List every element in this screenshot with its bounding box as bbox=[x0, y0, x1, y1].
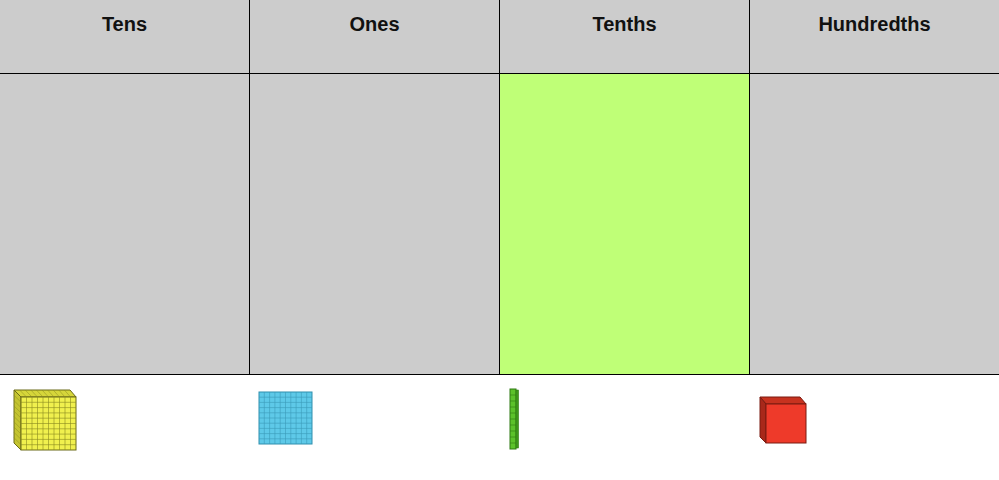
block-part bbox=[510, 431, 516, 432]
block-part bbox=[510, 443, 516, 444]
place-value-column: Hundredths bbox=[749, 0, 999, 375]
column-body bbox=[750, 73, 999, 374]
column-header: Ones bbox=[250, 0, 499, 74]
block-part bbox=[65, 397, 66, 450]
block-part bbox=[14, 438, 21, 445]
block-part bbox=[14, 406, 21, 413]
block-part bbox=[296, 392, 297, 444]
block-part bbox=[760, 397, 766, 443]
block-part bbox=[53, 390, 59, 397]
block-part bbox=[21, 397, 76, 450]
block-part bbox=[64, 390, 70, 397]
block-part bbox=[301, 392, 302, 444]
block-part bbox=[21, 444, 76, 445]
block-part bbox=[25, 390, 32, 397]
block-part bbox=[14, 401, 21, 408]
block-part bbox=[31, 390, 38, 397]
block-part bbox=[766, 404, 806, 443]
column-heading: Tens bbox=[0, 0, 249, 36]
place-value-column: Ones bbox=[249, 0, 500, 375]
block-part bbox=[42, 390, 49, 397]
column-body bbox=[0, 73, 249, 374]
column-header: Tens bbox=[0, 0, 249, 74]
block-part bbox=[20, 390, 27, 397]
block-part bbox=[259, 428, 312, 429]
block-part bbox=[14, 427, 21, 434]
block-part bbox=[21, 434, 76, 435]
column-header: Hundredths bbox=[750, 0, 999, 74]
block-part bbox=[48, 390, 54, 397]
place-value-column: Tens bbox=[0, 0, 250, 375]
block-part bbox=[510, 389, 516, 449]
block-part bbox=[510, 419, 516, 420]
block-part bbox=[14, 432, 21, 439]
block-part bbox=[259, 418, 312, 419]
block-part bbox=[760, 397, 806, 404]
block-part bbox=[14, 390, 76, 397]
block-part bbox=[70, 397, 71, 450]
block-part bbox=[306, 392, 307, 444]
block-part bbox=[510, 395, 516, 396]
block-part bbox=[21, 428, 76, 429]
block-part bbox=[510, 437, 516, 438]
block-part bbox=[59, 397, 60, 450]
block-part bbox=[510, 425, 516, 426]
place-value-column: Tenths bbox=[499, 0, 750, 375]
column-heading: Tenths bbox=[500, 0, 749, 36]
block-part bbox=[290, 392, 291, 444]
unit-cube bbox=[760, 397, 806, 443]
column-body bbox=[500, 73, 749, 374]
column-heading: Ones bbox=[250, 0, 499, 36]
block-part bbox=[510, 401, 516, 402]
block-part bbox=[54, 397, 55, 450]
block-part bbox=[14, 390, 21, 450]
block-part bbox=[14, 422, 21, 429]
hundred-flat bbox=[259, 392, 312, 444]
block-part bbox=[259, 433, 312, 434]
ten-rod bbox=[510, 389, 519, 449]
block-part bbox=[14, 411, 21, 418]
block-part bbox=[21, 423, 76, 424]
thousand-cube bbox=[14, 390, 76, 450]
block-part bbox=[21, 439, 76, 440]
block-part bbox=[516, 390, 519, 448]
column-heading: Hundredths bbox=[750, 0, 999, 36]
block-part bbox=[14, 417, 21, 424]
column-header: Tenths bbox=[500, 0, 749, 74]
block-part bbox=[59, 390, 65, 397]
column-body bbox=[250, 73, 499, 374]
block-part bbox=[510, 413, 516, 414]
block-part bbox=[259, 438, 312, 439]
block-part bbox=[259, 392, 312, 444]
block-part bbox=[259, 423, 312, 424]
block-part bbox=[14, 395, 21, 402]
block-part bbox=[36, 390, 43, 397]
block-part bbox=[510, 407, 516, 408]
